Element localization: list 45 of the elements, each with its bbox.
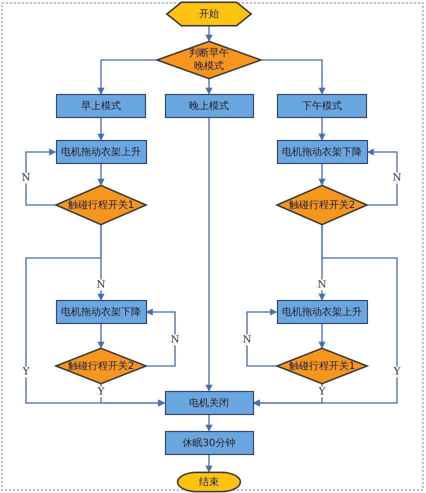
process-box: 电机拖动衣架下降 — [276, 140, 368, 164]
decision-diamond: 触碰行程开关1 — [276, 348, 368, 384]
arrow — [98, 164, 104, 186]
arrow — [100, 384, 166, 406]
process-box: 电机拖动衣架下降 — [56, 300, 146, 324]
decision-diamond: 触碰行程开关1 — [55, 185, 147, 225]
process-box: 早上模式 — [56, 94, 146, 118]
process-box: 下午模式 — [277, 94, 367, 118]
arrow — [206, 118, 212, 392]
arrow — [318, 118, 326, 141]
arrow — [252, 384, 323, 406]
arrow — [206, 26, 212, 42]
edge-label: N — [392, 172, 402, 184]
arrow — [246, 308, 278, 367]
decision-diamond: 触碰行程开关2 — [276, 185, 368, 225]
edge-label: Y — [318, 386, 326, 398]
arrow — [318, 324, 326, 349]
process-box: 晚上模式 — [164, 94, 254, 118]
arrow — [206, 415, 212, 432]
edge-label: N — [242, 334, 252, 346]
edge-label: Y — [96, 386, 106, 398]
process-box: 电机关闭 — [164, 391, 254, 415]
arrow — [366, 148, 398, 206]
edge-label: N — [96, 280, 106, 290]
arrow — [98, 324, 104, 349]
process-box: 休眠30分钟 — [164, 431, 254, 455]
process-box: 电机拖动衣架上升 — [56, 140, 146, 164]
decision-diamond: 触碰行程开关2 — [55, 348, 147, 384]
process-box: 电机拖动衣架上升 — [276, 300, 368, 324]
edge-label: N — [170, 334, 180, 346]
arrow — [318, 164, 326, 186]
edge-label: Y — [392, 366, 402, 378]
arrow — [98, 59, 156, 95]
decision-diamond: 判断早午晚模式 — [156, 41, 262, 79]
arrow — [98, 118, 104, 141]
arrow — [262, 59, 326, 95]
edge-label: N — [316, 280, 328, 290]
arrow — [146, 308, 176, 367]
edge-label: N — [20, 172, 32, 184]
arrow — [25, 148, 56, 206]
arrow — [206, 455, 212, 473]
edge-label: Y — [22, 366, 30, 378]
end-terminal: 结束 — [177, 472, 241, 492]
start-hexagon: 开始 — [166, 2, 252, 26]
arrow — [206, 79, 212, 95]
